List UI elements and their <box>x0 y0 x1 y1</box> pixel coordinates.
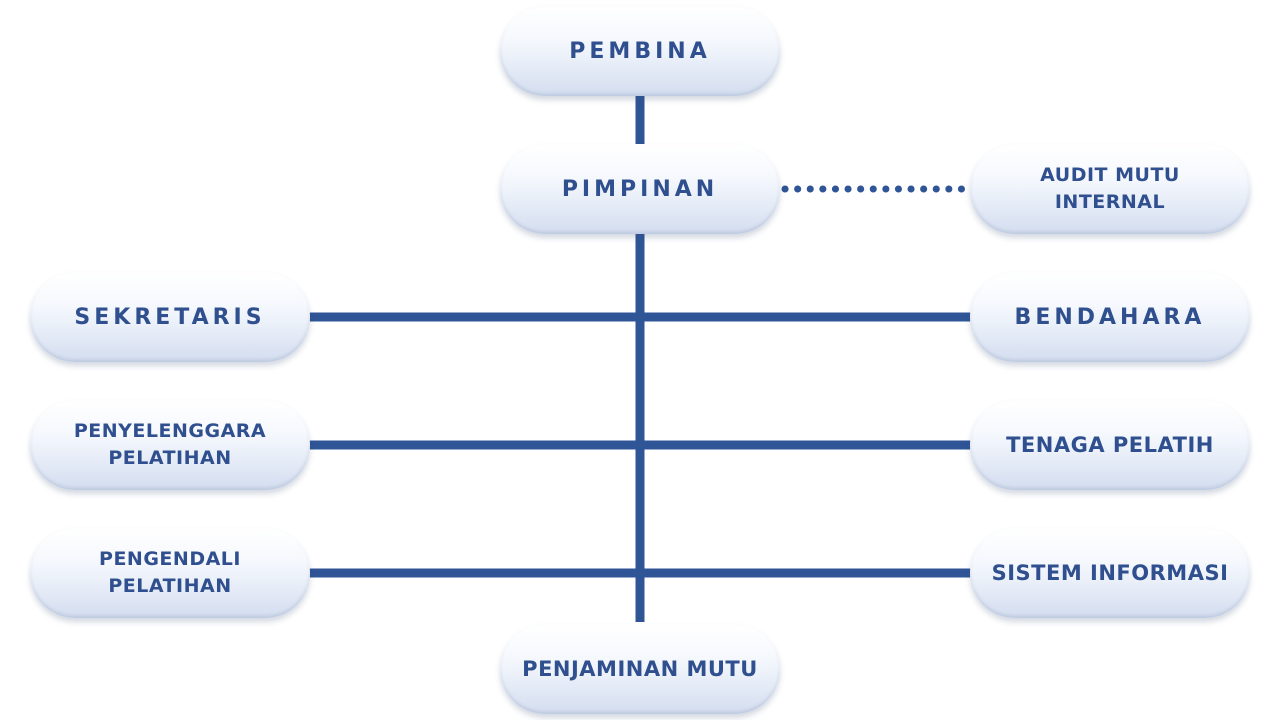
node-pembina-label: PEMBINA <box>569 38 711 64</box>
node-sistem-informasi: SISTEM INFORMASI <box>970 528 1250 618</box>
node-audit-label: AUDIT MUTU INTERNAL <box>1040 164 1180 213</box>
node-pimpinan: PIMPINAN <box>500 144 780 234</box>
node-penjaminan-mutu: PENJAMINAN MUTU <box>500 624 780 714</box>
node-pimpinan-label: PIMPINAN <box>561 176 719 202</box>
node-tenaga-pelatih: TENAGA PELATIH <box>970 400 1250 490</box>
node-pengendali-label: PENGENDALI PELATIHAN <box>99 548 241 597</box>
node-penyelenggara-pelatihan: PENYELENGGARA PELATIHAN <box>30 400 310 490</box>
node-bendahara: BENDAHARA <box>970 272 1250 362</box>
node-pembina: PEMBINA <box>500 6 780 96</box>
node-penyelenggara-label: PENYELENGGARA PELATIHAN <box>73 420 267 469</box>
node-penjaminan-label: PENJAMINAN MUTU <box>522 656 758 681</box>
node-tenaga-label: TENAGA PELATIH <box>1006 432 1214 457</box>
node-sekretaris: SEKRETARIS <box>30 272 310 362</box>
node-sekretaris-label: SEKRETARIS <box>74 304 266 330</box>
node-pengendali-pelatihan: PENGENDALI PELATIHAN <box>30 528 310 618</box>
node-sistem-label: SISTEM INFORMASI <box>991 560 1229 585</box>
node-audit-mutu-internal: AUDIT MUTU INTERNAL <box>970 144 1250 234</box>
node-bendahara-label: BENDAHARA <box>1014 304 1206 330</box>
